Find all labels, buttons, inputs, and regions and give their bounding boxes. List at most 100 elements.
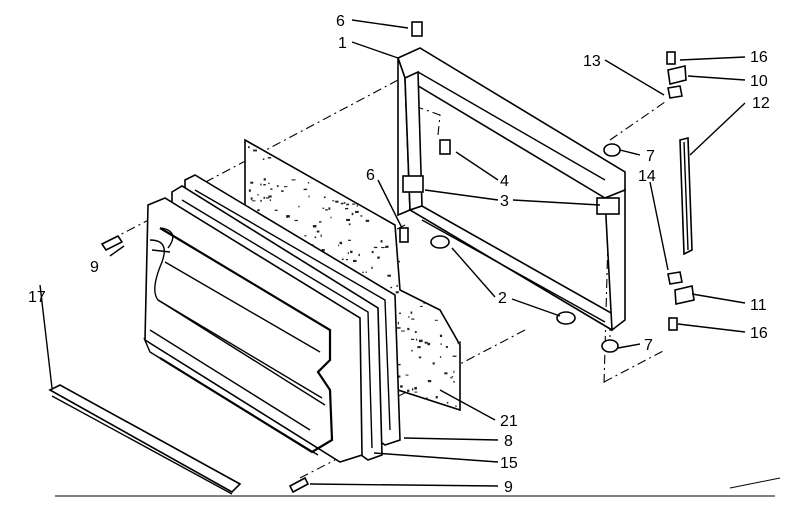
- liner-texture-speck: [346, 203, 349, 206]
- liner-texture-speck: [248, 146, 250, 149]
- liner-texture-speck: [358, 253, 360, 257]
- liner-texture-speck: [321, 249, 325, 252]
- callout-8: 8: [504, 433, 513, 450]
- liner-texture-speck: [407, 327, 410, 331]
- liner-texture-speck: [276, 185, 279, 187]
- liner-texture-speck: [451, 376, 454, 378]
- liner-texture-speck: [268, 182, 270, 184]
- liner-texture-speck: [400, 385, 403, 388]
- door-inner-panel: [143, 197, 363, 463]
- liner-texture-speck: [408, 316, 410, 318]
- fasteners: [100, 21, 621, 494]
- liner-texture-speck: [435, 396, 438, 399]
- liner-texture-speck: [405, 374, 409, 376]
- callout-9-bottom: 9: [504, 479, 513, 496]
- callout-13: 13: [583, 53, 601, 70]
- liner-texture-speck: [427, 342, 431, 346]
- callout-7-top: 7: [646, 148, 655, 165]
- callout-17: 17: [28, 289, 46, 306]
- callout-21: 21: [500, 413, 518, 430]
- liner-texture-speck: [452, 355, 457, 357]
- liner-texture-speck: [434, 319, 438, 321]
- liner-texture-speck: [453, 370, 455, 373]
- liner-texture-speck: [424, 341, 428, 344]
- liner-texture-speck: [316, 230, 320, 233]
- liner-texture-speck: [345, 207, 349, 210]
- liner-texture-speck: [330, 216, 332, 219]
- liner-texture-speck: [455, 405, 457, 407]
- liner-texture-speck: [291, 179, 296, 181]
- liner-texture-speck: [411, 338, 415, 340]
- liner-texture-speck: [274, 209, 278, 211]
- liner-texture-speck: [432, 362, 435, 365]
- liner-texture-speck: [397, 322, 399, 325]
- hinge-assembly: [666, 51, 695, 331]
- liner-texture-speck: [373, 246, 378, 249]
- liner-texture-speck: [286, 215, 290, 218]
- liner-texture-speck: [450, 377, 453, 379]
- liner-texture-speck: [269, 199, 272, 201]
- callout-6-top: 6: [336, 13, 345, 30]
- liner-texture-speck: [356, 204, 358, 207]
- liner-texture-speck: [444, 372, 448, 375]
- liner-texture-speck: [339, 241, 343, 245]
- liner-texture-speck: [396, 363, 401, 366]
- liner-texture-speck: [268, 195, 272, 198]
- liner-texture-speck: [260, 199, 262, 202]
- liner-texture-speck: [328, 207, 331, 210]
- callout-9-left: 9: [90, 259, 99, 276]
- liner-texture-speck: [335, 200, 339, 203]
- liner-texture-speck: [396, 260, 400, 263]
- liner-texture-speck: [341, 258, 344, 260]
- liner-texture-speck: [253, 149, 257, 152]
- liner-texture-speck: [312, 225, 317, 228]
- liner-texture-speck: [360, 215, 363, 217]
- callout-7-bottom: 7: [644, 337, 653, 354]
- liner-texture-speck: [457, 341, 461, 344]
- liner-texture-speck: [420, 305, 423, 307]
- liner-texture-speck: [265, 197, 270, 199]
- liner-texture-speck: [314, 236, 317, 239]
- liner-texture-speck: [401, 330, 405, 332]
- liner-texture-speck: [267, 157, 272, 159]
- liner-texture-speck: [407, 389, 410, 392]
- liner-texture-speck: [418, 339, 423, 343]
- liner-texture-speck: [303, 188, 308, 191]
- liner-texture-speck: [414, 391, 418, 393]
- callout-1: 1: [338, 35, 347, 52]
- liner-texture-speck: [345, 259, 348, 261]
- liner-texture-speck: [270, 188, 273, 190]
- callout-2: 2: [498, 290, 507, 307]
- liner-texture-speck: [298, 205, 300, 208]
- liner-texture-speck: [319, 221, 322, 223]
- liner-texture-speck: [250, 197, 253, 200]
- liner-texture-speck: [390, 286, 393, 289]
- callout-3: 3: [500, 193, 509, 210]
- liner-texture-speck: [308, 195, 310, 198]
- callout-14: 14: [638, 168, 656, 185]
- liner-texture-speck: [446, 401, 449, 404]
- liner-texture-speck: [439, 356, 442, 358]
- liner-texture-speck: [398, 375, 401, 378]
- liner-texture-speck: [423, 302, 425, 305]
- callout-15: 15: [500, 455, 518, 472]
- liner-texture-speck: [248, 189, 251, 192]
- liner-texture-speck: [410, 311, 413, 314]
- liner-texture-speck: [427, 380, 432, 383]
- callout-16-top: 16: [750, 49, 768, 66]
- liner-texture-speck: [307, 182, 310, 184]
- liner-texture-speck: [399, 312, 401, 315]
- liner-texture-speck: [250, 181, 254, 184]
- liner-texture-speck: [411, 318, 415, 320]
- callout-4: 4: [500, 173, 509, 190]
- liner-texture-speck: [257, 209, 260, 212]
- callout-labels: 6 1 13 16 10 12 7 4 6 3 14 9 17 2 11 7 1…: [28, 13, 770, 496]
- liner-texture-speck: [257, 194, 259, 196]
- liner-texture-speck: [411, 349, 413, 352]
- door-frame: [397, 47, 626, 332]
- liner-texture-speck: [263, 178, 266, 181]
- callout-11: 11: [750, 297, 767, 314]
- liner-texture-speck: [371, 250, 374, 254]
